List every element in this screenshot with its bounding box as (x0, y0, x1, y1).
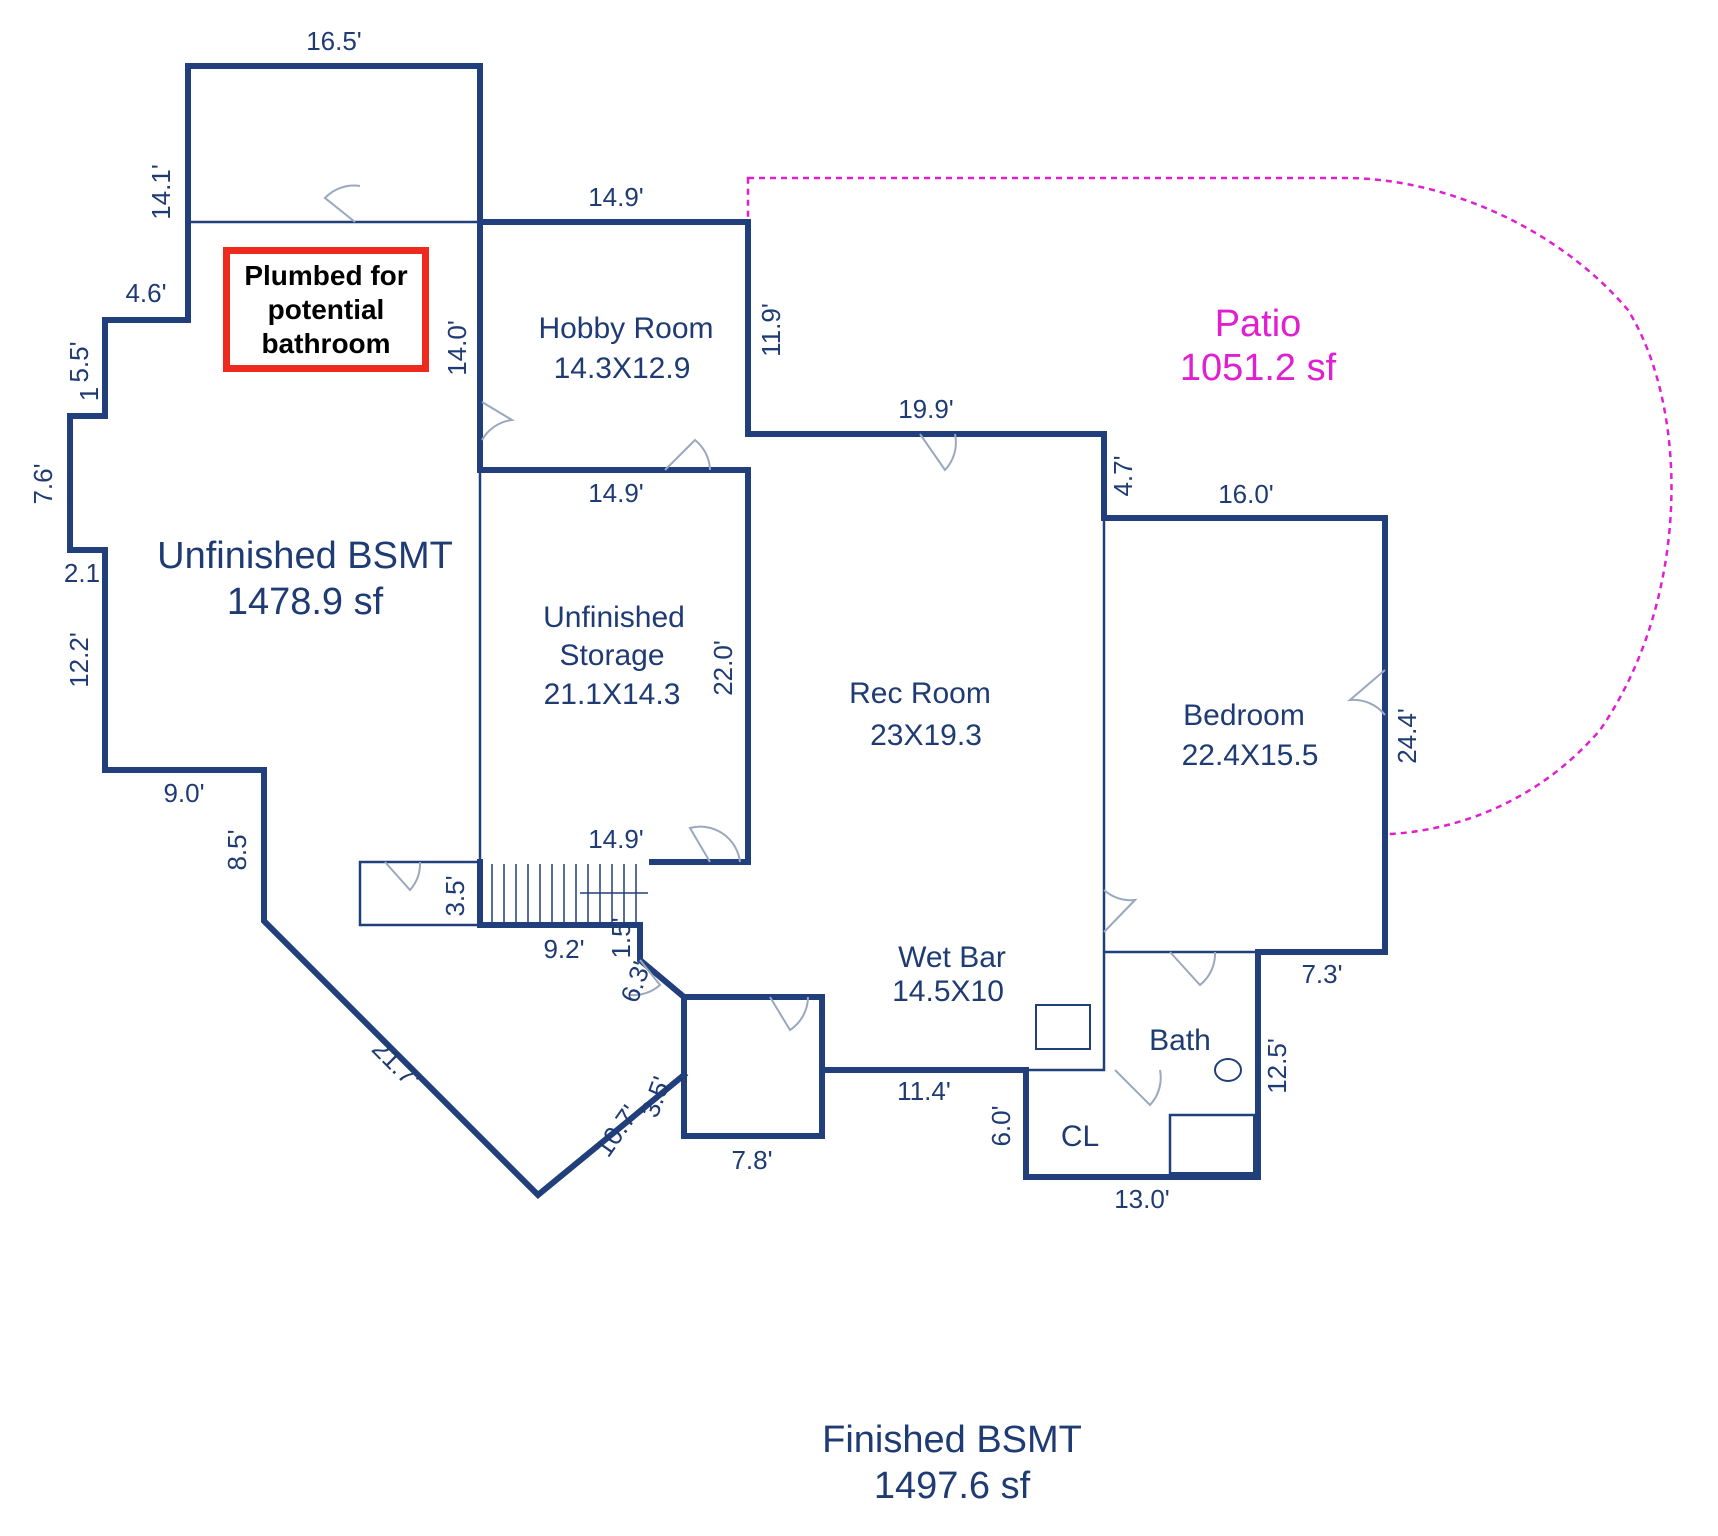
doors (323, 184, 1386, 1107)
bathtub-icon (1169, 1114, 1255, 1174)
dim-label: 19.9' (898, 394, 954, 424)
plumbed-note-text: Plumbed for potential bathroom (244, 259, 408, 359)
wet-bar-size: 14.5X10 (892, 975, 1004, 1008)
dim-label: 16.0' (1218, 479, 1274, 509)
dim-label: 4.6' (125, 278, 166, 308)
dim-label: 24.4' (1392, 708, 1422, 764)
finished-outer-wall (681, 431, 1388, 1180)
dim-label: 14.9' (588, 182, 644, 212)
dim-label: 3.5' (440, 875, 470, 916)
dim-label: 14.1' (146, 164, 176, 220)
rec-room-size: 23X19.3 (870, 719, 982, 752)
plumbed-note-box: Plumbed for potential bathroom (223, 247, 429, 372)
dim-label: 1.5' (606, 917, 636, 958)
dim-label: 14.0' (442, 320, 472, 376)
hobby-room-wall (477, 219, 1107, 437)
dim-label: 11.9' (756, 303, 786, 357)
dim-label: 8.5' (222, 829, 252, 870)
wet-bar-name: Wet Bar (898, 941, 1006, 974)
dim-label: 4.7' (1108, 455, 1138, 496)
bedroom-size: 22.4X15.5 (1182, 739, 1319, 772)
dim-label: 9.2' (543, 934, 584, 964)
unfinished-area: 1478.9 sf (227, 581, 384, 623)
patio-outline (746, 176, 1673, 836)
finished-label: Finished BSMT (822, 1419, 1082, 1461)
wet-bar-sink-icon (1035, 1004, 1091, 1050)
dim-label: 13.0' (1114, 1184, 1170, 1214)
dim-label: 16.5' (306, 26, 362, 56)
dim-label: 3.5' (634, 1072, 676, 1121)
dim-label: 14.9' (588, 478, 644, 508)
dim-label: 11.4' (897, 1076, 951, 1106)
finished-area: 1497.6 sf (874, 1465, 1031, 1507)
bedroom-name: Bedroom (1183, 699, 1305, 732)
hobby-room-size: 14.3X12.9 (554, 352, 691, 385)
hobby-room-name: Hobby Room (538, 312, 713, 345)
storage-name-1: Unfinished (543, 601, 685, 634)
dim-label: 12.5' (1262, 1038, 1292, 1094)
patio-label: Patio (1215, 303, 1302, 345)
dim-label: 7.6' (28, 463, 58, 504)
dim-label: 1 (74, 387, 104, 401)
dim-label: 14.9' (588, 824, 644, 854)
patio-area: 1051.2 sf (1180, 347, 1337, 389)
unfinished-outer-wall (185, 63, 751, 865)
stairs (491, 864, 648, 922)
dim-label: 7.3' (1301, 959, 1342, 989)
dim-label: 5.5' (64, 341, 94, 382)
dim-label: 2.1 (64, 558, 100, 588)
dim-label: 22.0' (708, 640, 738, 696)
dim-label: 7.8' (731, 1145, 772, 1175)
dim-label: 21.7' (366, 1033, 427, 1094)
toilet-icon (1214, 1058, 1242, 1082)
dim-label: 9.0' (163, 778, 204, 808)
storage-size: 21.1X14.3 (544, 678, 681, 711)
dim-label: 12.2' (64, 632, 94, 688)
dim-label: 6.0' (986, 1105, 1016, 1146)
storage-name-2: Storage (559, 639, 664, 672)
bath-name: Bath (1149, 1024, 1211, 1057)
unfinished-left-wall (67, 317, 689, 1200)
closet-name: CL (1061, 1120, 1099, 1153)
rec-room-name: Rec Room (849, 677, 991, 710)
unfinished-label: Unfinished BSMT (157, 535, 453, 577)
